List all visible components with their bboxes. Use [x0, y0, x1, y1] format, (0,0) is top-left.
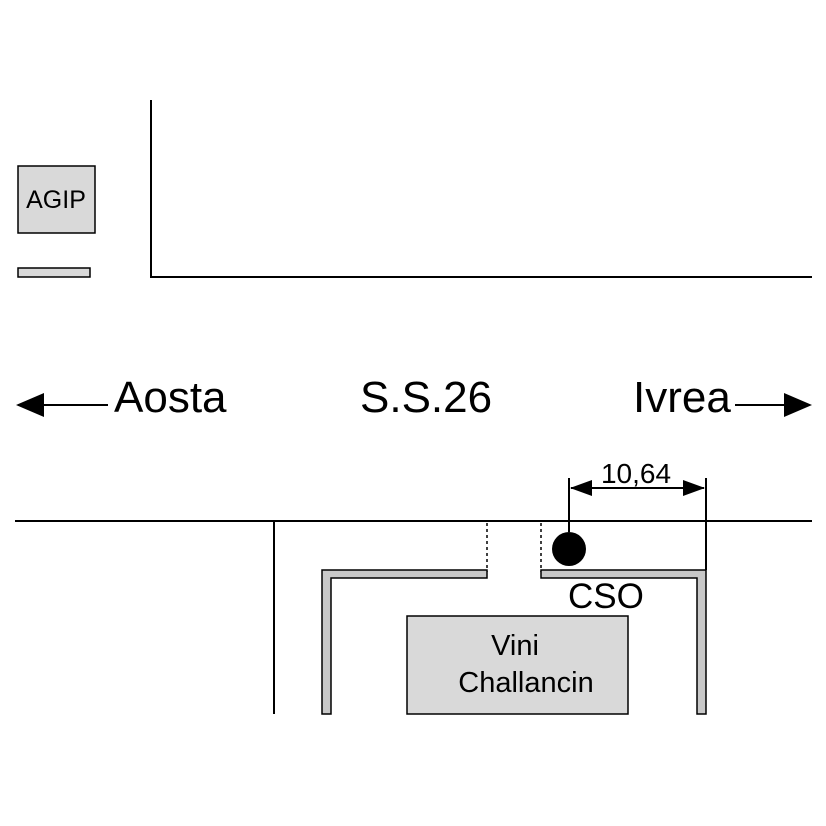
agip-building — [17, 165, 96, 234]
agip-label: AGIP — [26, 186, 86, 214]
dimension-arrow-left-icon — [570, 480, 592, 496]
direction-left-label: Aosta — [114, 373, 227, 422]
arrow-right-head-icon — [784, 393, 812, 417]
road-name-label: S.S.26 — [360, 373, 492, 422]
north-road-edge — [150, 100, 812, 278]
compound-wall-left — [321, 569, 488, 715]
direction-right-label: Ivrea — [633, 373, 731, 422]
vini-label-line1: Vini — [491, 630, 539, 662]
arrow-left-head-icon — [16, 393, 44, 417]
dimension-arrow-right-icon — [683, 480, 705, 496]
cso-site-marker — [552, 532, 586, 566]
vini-label-line2: Challancin — [458, 667, 593, 699]
dimension-value: 10,64 — [601, 458, 671, 489]
agip-canopy — [17, 267, 91, 278]
cso-label: CSO — [568, 577, 644, 616]
vini-challancin-building — [406, 615, 629, 715]
